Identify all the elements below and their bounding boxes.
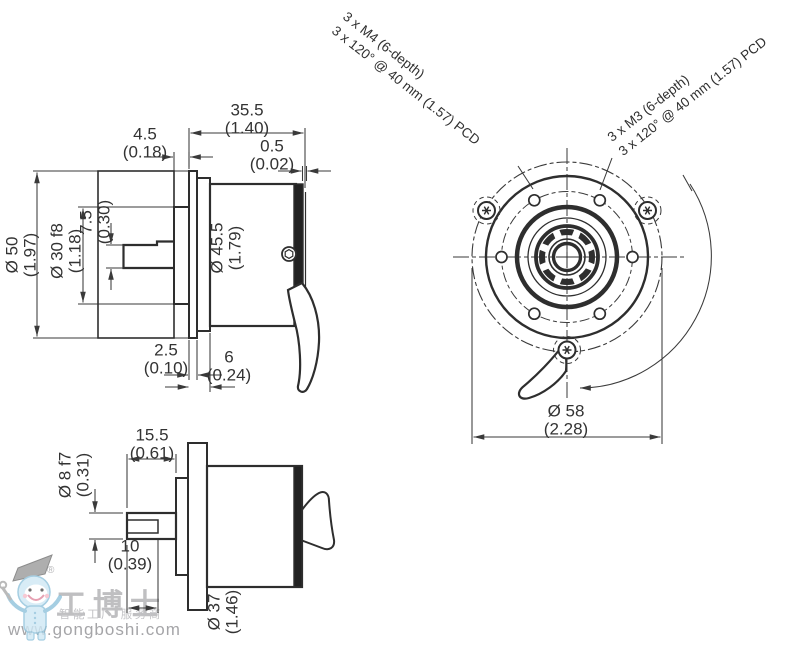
dim-35-5: 35.5(1.40) [224,100,270,137]
registered-mark: ® [47,565,55,576]
dim-4-5: 4.5(0.18) [122,124,168,161]
gongboshi-mascot-logo [0,554,62,641]
clamp-screws [472,196,662,364]
dim-6: 6(0.24) [206,347,252,384]
dim-dia-45-5: Ø 45.5(1.79) [207,222,244,274]
pcd-holes [495,193,639,321]
side-view-bottom-outline [125,442,336,611]
side-view-top-outline [97,170,321,393]
dim-dia-8-f7: Ø 8 f7(0.31) [55,451,92,499]
dim-dia-58: Ø 58(2.28) [543,401,589,438]
cable-stub [296,491,336,551]
front-view-outline [472,174,662,400]
watermark-tagline: 智能工厂 服务商 [59,609,163,621]
bearing-balls [539,229,595,285]
watermark-url: www.gongboshi.com [8,620,181,639]
dim-15-5: 15.5(0.61) [129,425,175,462]
dim-2-5: 2.5(0.10) [143,340,189,377]
dim-7-5: 7.5(0.30) [76,199,113,245]
cable-front [517,342,568,400]
dim-0-5: 0.5(0.02) [249,136,295,173]
front-view-dimension-lines [471,157,712,444]
dim-dia-37: Ø 37(1.46) [204,589,241,635]
dim-10: 10(0.39) [107,536,153,573]
dim-dia-50: Ø 50(1.97) [2,232,39,278]
